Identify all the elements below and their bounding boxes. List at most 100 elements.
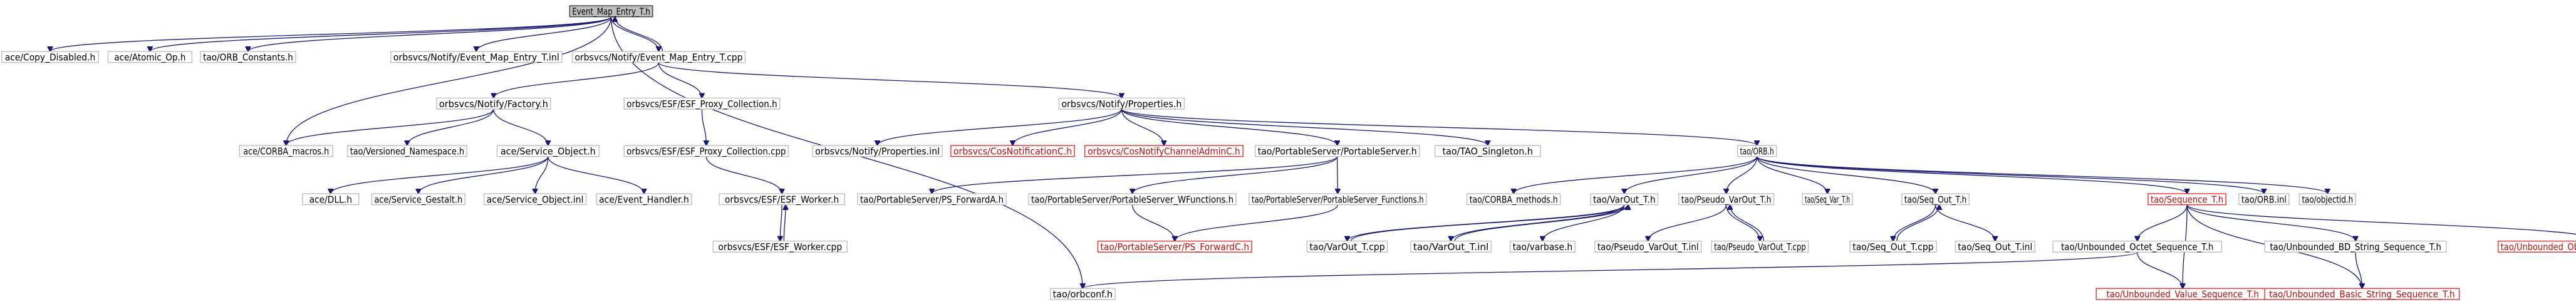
- node-label: orbsvcs/Notify/Event_Map_Entry_T.inl: [393, 51, 559, 63]
- node-label: tao/PortableServer/PortableServer_WFunct…: [1031, 194, 1233, 206]
- node-label: tao/orbconf.h: [1053, 289, 1113, 300]
- node-label: ace/Copy_Disabled.h: [5, 51, 95, 63]
- edge-orb-h-to-sequence-h: [1756, 156, 2187, 194]
- edge-service-object-h-to-dll-h: [331, 156, 549, 194]
- node-orb-inl[interactable]: tao/ORB.inl: [2238, 193, 2290, 206]
- node-box: [1849, 240, 1937, 253]
- node-label: tao/VarOut_T.h: [1593, 194, 1656, 206]
- edge-varout-cpp-to-varout-h: [1350, 205, 1628, 241]
- node-seq-var-h[interactable]: tao/Seq_Var_T.h: [1802, 193, 1853, 206]
- node-label: orbsvcs/CosNotifyChannelAdminC.h: [1088, 145, 1240, 157]
- node-label: tao/Seq_Out_T.cpp: [1852, 241, 1933, 253]
- edge-root-to-corba-macros: [286, 16, 612, 145]
- edge-properties-h-to-tao-singleton: [1121, 108, 1487, 145]
- node-label: tao/Unbounded_Octet_Sequence_T.h: [2061, 241, 2213, 253]
- node-portable-server-h[interactable]: tao/PortableServer/PortableServer.h: [1254, 145, 1420, 157]
- node-root[interactable]: Event_Map_Entry_T.h: [569, 5, 653, 18]
- node-box: [569, 5, 653, 18]
- node-proxy-collection-h[interactable]: orbsvcs/ESF/ESF_Proxy_Collection.h: [623, 97, 781, 110]
- node-box: [1097, 240, 1252, 253]
- edge-orb-h-to-objectid: [1756, 156, 2328, 194]
- node-ps-forwarda[interactable]: tao/PortableServer/PS_ForwardA.h: [857, 193, 1007, 206]
- node-label: orbsvcs/Notify/Properties.inl: [815, 145, 940, 157]
- node-ps-wfunctions[interactable]: tao/PortableServer/PortableServer_WFunct…: [1028, 193, 1237, 206]
- node-esf-worker-cpp[interactable]: orbsvcs/ESF/ESF_Worker.cpp: [712, 240, 848, 253]
- node-sequence-h[interactable]: tao/Sequence_T.h: [2148, 193, 2226, 206]
- node-varout-inl[interactable]: tao/VarOut_T.inl: [1410, 240, 1492, 253]
- edge-unb-octet-seq-to-orbconf: [1083, 251, 2138, 288]
- node-seq-out-inl[interactable]: tao/Seq_Out_T.inl: [1955, 240, 2035, 253]
- node-orb-constants[interactable]: tao/ORB_Constants.h: [200, 51, 296, 63]
- node-event-handler[interactable]: ace/Event_Handler.h: [596, 193, 692, 206]
- node-ps-functions[interactable]: tao/PortableServer/PortableServer_Functi…: [1249, 193, 1427, 206]
- node-box: [1058, 97, 1185, 110]
- node-versioned-ns[interactable]: tao/Versioned_Namespace.h: [347, 145, 467, 157]
- edge-ps-functions-to-ps-forwardc: [1175, 204, 1338, 241]
- node-label: tao/PortableServer/PortableServer_Functi…: [1252, 194, 1424, 206]
- node-box: [1084, 145, 1244, 157]
- node-esf-worker-h[interactable]: orbsvcs/ESF/ESF_Worker.h: [719, 193, 845, 206]
- node-label: tao/Seq_Out_T.h: [1904, 194, 1967, 206]
- node-ps-forwardc[interactable]: tao/PortableServer/PS_ForwardC.h: [1097, 240, 1252, 253]
- node-pseudo-varout-cpp[interactable]: tao/Pseudo_VarOut_T.cpp: [1711, 240, 1809, 253]
- node-box: [2148, 193, 2226, 206]
- node-box: [719, 193, 845, 206]
- node-orbconf[interactable]: tao/orbconf.h: [1049, 288, 1116, 300]
- node-pseudo-varout-h[interactable]: tao/Pseudo_VarOut_T.h: [1678, 193, 1775, 206]
- edge-ps-wfunctions-to-ps-forwardc: [1131, 204, 1175, 241]
- node-pseudo-varout-inl[interactable]: tao/Pseudo_VarOut_T.inl: [1594, 240, 1702, 253]
- node-emap-cpp[interactable]: orbsvcs/Notify/Event_Map_Entry_T.cpp: [571, 51, 746, 63]
- node-properties-inl[interactable]: orbsvcs/Notify/Properties.inl: [812, 145, 943, 157]
- node-copy-disabled[interactable]: ace/Copy_Disabled.h: [1, 51, 100, 63]
- edge-proxy-collection-cpp-to-esf-worker-h: [705, 156, 782, 194]
- edge-orb-h-to-seq-var-h: [1756, 156, 1827, 194]
- node-box: [2238, 193, 2290, 206]
- node-service-gestalt[interactable]: ace/Service_Gestalt.h: [371, 193, 466, 206]
- edge-root-to-orb-constants: [248, 16, 612, 51]
- edge-orb-h-to-orb-inl: [1756, 156, 2264, 194]
- node-properties-h[interactable]: orbsvcs/Notify/Properties.h: [1058, 97, 1185, 110]
- node-dll-h[interactable]: ace/DLL.h: [302, 193, 360, 206]
- node-unb-basic-string-seq[interactable]: tao/Unbounded_Basic_String_Sequence_T.h: [2264, 288, 2460, 301]
- node-unb-bd-string-seq[interactable]: tao/Unbounded_BD_String_Sequence_T.h: [2264, 240, 2447, 253]
- node-service-object-h[interactable]: ace/Service_Object.h: [496, 145, 600, 157]
- node-box: [1028, 193, 1237, 206]
- node-unb-octet-seq[interactable]: tao/Unbounded_Octet_Sequence_T.h: [2052, 240, 2222, 253]
- node-varout-h[interactable]: tao/VarOut_T.h: [1590, 193, 1659, 206]
- edge-portable-server-h-to-ps-wfunctions: [1133, 156, 1338, 194]
- node-atomic-op[interactable]: ace/Atomic_Op.h: [107, 51, 193, 63]
- node-label: tao/PortableServer/PS_ForwardC.h: [1100, 241, 1249, 253]
- node-label: tao/ORB.inl: [2241, 194, 2287, 205]
- node-unb-value-seq[interactable]: tao/Unbounded_Value_Sequence_T.h: [2096, 288, 2270, 301]
- node-proxy-collection-cpp[interactable]: orbsvcs/ESF/ESF_Proxy_Collection.cpp: [623, 145, 789, 157]
- node-corba-methods[interactable]: tao/CORBA_methods.h: [1466, 193, 1561, 206]
- node-corba-macros[interactable]: ace/CORBA_macros.h: [239, 145, 333, 157]
- node-objectid[interactable]: tao/objectid.h: [2298, 193, 2356, 206]
- node-box: [1249, 193, 1427, 206]
- node-box: [347, 145, 467, 157]
- node-label: tao/Pseudo_VarOut_T.h: [1681, 194, 1772, 206]
- node-cos-notification[interactable]: orbsvcs/CosNotificationC.h: [950, 145, 1075, 157]
- node-box: [1590, 193, 1659, 206]
- node-label: tao/PortableServer/PortableServer.h: [1258, 145, 1417, 157]
- node-varout-cpp[interactable]: tao/VarOut_T.cpp: [1306, 240, 1388, 253]
- node-varbase[interactable]: tao/varbase.h: [1509, 240, 1576, 253]
- node-service-object-inl[interactable]: ace/Service_Object.inl: [484, 193, 587, 206]
- edge-unb-octet-seq-to-unb-value-seq: [2137, 252, 2183, 288]
- edge-esf-worker-h-to-esf-worker-cpp: [780, 204, 782, 241]
- node-seq-out-h[interactable]: tao/Seq_Out_T.h: [1901, 193, 1970, 206]
- node-label: orbsvcs/ESF/ESF_Worker.h: [725, 194, 839, 206]
- node-box: [200, 51, 296, 63]
- node-tao-singleton[interactable]: tao/TAO_Singleton.h: [1434, 145, 1541, 157]
- node-factory-h[interactable]: orbsvcs/Notify/Factory.h: [436, 97, 551, 110]
- node-unb-objref-seq[interactable]: tao/Unbounded_Object_Reference_Sequence_…: [2498, 240, 2576, 253]
- node-cos-notify-channel[interactable]: orbsvcs/CosNotifyChannelAdminC.h: [1084, 145, 1244, 157]
- edge-service-object-h-to-event-handler: [548, 156, 644, 194]
- node-box: [496, 145, 600, 157]
- node-emap-inl[interactable]: orbsvcs/Notify/Event_Map_Entry_T.inl: [390, 51, 563, 63]
- node-orb-h[interactable]: tao/ORB.h: [1737, 145, 1777, 157]
- edge-pseudo-varout-h-to-pseudo-varout-cpp: [1725, 204, 1760, 241]
- node-label: tao/Seq_Var_T.h: [1805, 194, 1850, 206]
- node-seq-out-cpp[interactable]: tao/Seq_Out_T.cpp: [1849, 240, 1937, 253]
- edge-portable-server-h-to-ps-forwarda: [932, 156, 1338, 194]
